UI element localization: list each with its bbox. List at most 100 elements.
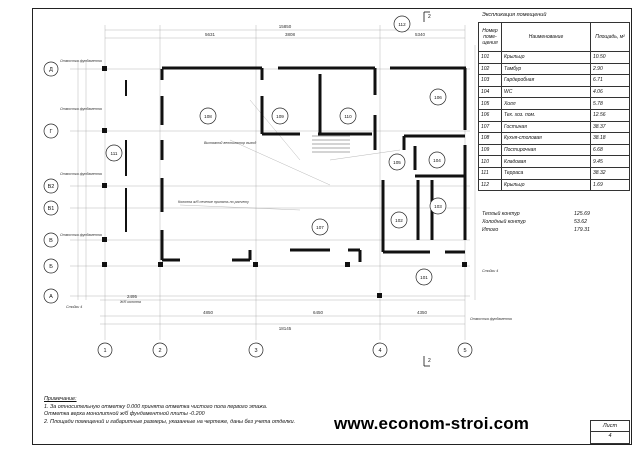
svg-text:4350: 4350 (417, 310, 428, 315)
annotation-foundation: Отмостка фундамента (60, 172, 102, 176)
room-name: Гостиная (501, 120, 591, 134)
room-name: Терраса (501, 166, 591, 180)
svg-text:Б: Б (49, 264, 53, 270)
dimensions-top: 5631 3808 5340 15850 (205, 24, 426, 37)
grid-labels-vertical: 1 2 3 4 5 (103, 348, 466, 354)
room-tag-101 (415, 268, 433, 286)
website-watermark: www.econom-stroi.com (334, 414, 530, 433)
annotation-callout: Ж/б колонна (119, 300, 141, 304)
room-area: 4.06 (590, 85, 630, 99)
grid-bubbles-vertical (97, 342, 473, 358)
room-num: 111 (478, 166, 502, 180)
room-num: 108 (478, 132, 502, 145)
room-tag-103 (429, 197, 447, 215)
room-area: 9.45 (590, 155, 630, 168)
annotation-foundation: Отмостка фундамента (60, 233, 102, 237)
room-num: 104 (478, 85, 502, 99)
svg-text:15850: 15850 (279, 24, 292, 29)
svg-text:2: 2 (158, 348, 161, 354)
room-name: Кухня-столовая (501, 132, 591, 145)
header-name: Наименование (501, 22, 591, 52)
room-num: 106 (478, 108, 502, 122)
room-tag-111 (105, 144, 123, 162)
notes: Примечание: 1. За относительную отметку … (44, 396, 334, 426)
svg-text:4: 4 (378, 348, 381, 354)
room-name: WC (501, 85, 591, 99)
stamp-number: 4 (608, 433, 612, 439)
room-num: 105 (478, 97, 502, 110)
svg-text:5: 5 (463, 348, 466, 354)
sheet-frame (32, 8, 632, 445)
room-tag-110 (339, 107, 357, 125)
svg-text:Д: Д (49, 67, 53, 73)
annotation-callout: Вытяжной вентилятор выход (204, 141, 256, 145)
room-num: 102 (478, 62, 502, 76)
annotation-callout: Стойки 4 (66, 305, 82, 309)
room-area: 1.69 (590, 178, 630, 192)
svg-text:В: В (49, 238, 53, 244)
svg-text:Г: Г (50, 129, 53, 135)
section-marks (423, 11, 430, 367)
room-tag-label: 106 (434, 95, 442, 100)
room-num: 101 (478, 51, 502, 64)
room-num: 107 (478, 120, 502, 134)
annotation-callout: Стойки 4 (482, 269, 498, 273)
room-name: Тех. хоз. пом. (501, 108, 591, 122)
header-num: Номер поме-щения (478, 22, 502, 52)
room-tag-109 (271, 107, 289, 125)
plan-annotations: Отмостка фундамента Отмостка фундамента … (60, 59, 512, 321)
table-title: Экспликация помещений (482, 12, 547, 18)
room-area: 6.68 (590, 143, 630, 157)
section-mark-bottom: 2 (428, 358, 431, 364)
room-tag-label: 102 (395, 218, 403, 223)
room-num: 112 (478, 178, 502, 192)
svg-text:18145: 18145 (279, 326, 292, 331)
room-tag-label: 101 (420, 275, 428, 280)
svg-text:В2: В2 (48, 184, 55, 190)
room-tag-label: 104 (433, 158, 441, 163)
annotation-callout: Колонна ж/б сечение принять по расчету (178, 200, 249, 204)
note-line: Отметка верха монолитной ж/б фундаментно… (44, 411, 205, 418)
svg-text:3: 3 (254, 348, 257, 354)
room-area: 5.78 (590, 97, 630, 110)
room-tag-label: 110 (344, 114, 352, 119)
room-tag-label: 111 (111, 151, 118, 156)
room-area: 6.71 (590, 74, 630, 87)
room-tag-labels: 108 109 110 106 105 104 103 102 107 111 … (111, 22, 443, 280)
room-tags (105, 15, 447, 286)
room-tag-label: 109 (276, 114, 284, 119)
note-line: 2. Площади помещений и габаритные размер… (44, 418, 296, 425)
room-area: 12.56 (590, 108, 630, 122)
notes-title: Примечание: (44, 396, 77, 402)
room-tag-label: 107 (316, 225, 324, 230)
room-area: 38.32 (590, 166, 630, 180)
room-num: 103 (478, 74, 502, 87)
stamp-label: Лист (591, 421, 629, 432)
room-name: Тамбур (501, 62, 591, 76)
svg-text:В1: В1 (48, 206, 55, 212)
room-tag-105 (388, 153, 406, 171)
note-line: 1. За относительную отметку 0.000 принят… (44, 403, 268, 410)
sheet-stamp: Лист 4 (590, 420, 630, 444)
columns (102, 66, 467, 298)
stair (312, 135, 350, 153)
grid-labels-horizontal: Д Г В2 В1 В Б А (48, 67, 55, 300)
svg-text:6450: 6450 (313, 310, 324, 315)
svg-text:3808: 3808 (285, 32, 296, 37)
room-tag-102 (390, 211, 408, 229)
svg-text:5631: 5631 (205, 32, 216, 37)
